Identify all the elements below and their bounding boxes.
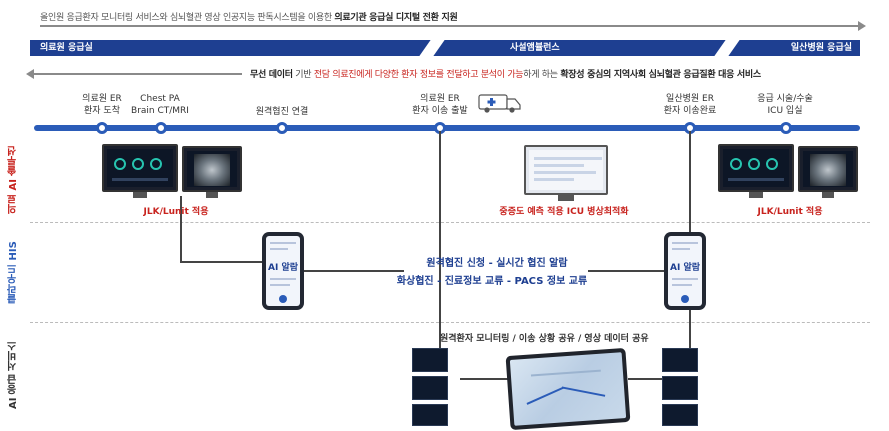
top-description: 올인원 응급환자 모니터링 서비스와 심뇌혈관 영상 인공지능 판독시스템을 이… (40, 13, 458, 23)
timeline-dot (276, 122, 288, 134)
monitor-icon (182, 146, 242, 198)
dashboard-thumbnail (662, 404, 698, 426)
mid-ai-caption: 중증도 예측 적용 ICU 병상최적화 (499, 207, 629, 217)
sub-arrow (26, 69, 242, 79)
phone-ai-alarm-label: AI 알람 (268, 263, 299, 273)
dashboard-thumbnail (412, 348, 448, 372)
top-arrow (40, 21, 866, 31)
banner-notch (714, 40, 740, 56)
phone-icon: AI 알람 (262, 232, 304, 310)
banner-left-label: 의료원 응급실 (40, 43, 93, 53)
section-label-cloud-his: 클라우드 HIS (8, 241, 19, 305)
dashboard-thumbnail (412, 404, 448, 426)
section-label-ai-solution: 의료 AI 솔루션 (8, 145, 19, 215)
monitor-icon (524, 145, 608, 201)
timeline-dot (96, 122, 108, 134)
section-label-ai-emergency: AI 응급 서비스 (8, 340, 19, 410)
connector-line (439, 131, 441, 355)
location-banner: 의료원 응급실 사설앰뷸런스 일산병원 응급실 (30, 40, 860, 56)
his-text-line1: 원격협진 신청 - 실시간 협진 알람 (426, 258, 568, 269)
dashboard-thumbnail (662, 376, 698, 400)
timeline-label-remote-consult: 원격협진 연결 (255, 107, 309, 117)
left-ai-caption: JLK/Lunit 적용 (143, 207, 209, 217)
dashboard-thumbnail (662, 348, 698, 372)
phone-icon: AI 알람 (664, 232, 706, 310)
right-ai-caption: JLK/Lunit 적용 (757, 207, 823, 217)
timeline-dot (780, 122, 792, 134)
dashboard-thumbnail (412, 376, 448, 400)
ambulance-icon (478, 94, 521, 113)
banner-right-label: 일산병원 응급실 (790, 43, 852, 53)
timeline-dot (155, 122, 167, 134)
his-text-line2: 화상협진 - 진료정보 교류 - PACS 정보 교류 (396, 276, 588, 287)
monitor-icon (102, 144, 178, 198)
monitor-icon (718, 144, 794, 198)
banner-middle-label: 사설앰뷸런스 (510, 43, 560, 53)
phone-ai-alarm-label: AI 알람 (670, 263, 701, 273)
connector-line (588, 270, 664, 272)
timeline-bar (34, 125, 860, 131)
monitor-icon (798, 146, 858, 198)
section-divider (30, 322, 870, 323)
connector-line (180, 261, 262, 263)
connector-line (180, 196, 182, 262)
banner-notch (419, 40, 445, 56)
connector-line (460, 378, 508, 380)
section-divider (30, 222, 870, 223)
tablet-icon (505, 347, 631, 431)
connector-line (628, 378, 662, 380)
service-description: 무선 데이터 기반 전담 의료진에게 다양한 환자 정보를 전달하고 분석이 가… (250, 70, 761, 80)
connector-line (304, 270, 404, 272)
bottom-caption: 원격환자 모니터링 / 이송 상황 공유 / 영상 데이터 공유 (440, 334, 649, 344)
